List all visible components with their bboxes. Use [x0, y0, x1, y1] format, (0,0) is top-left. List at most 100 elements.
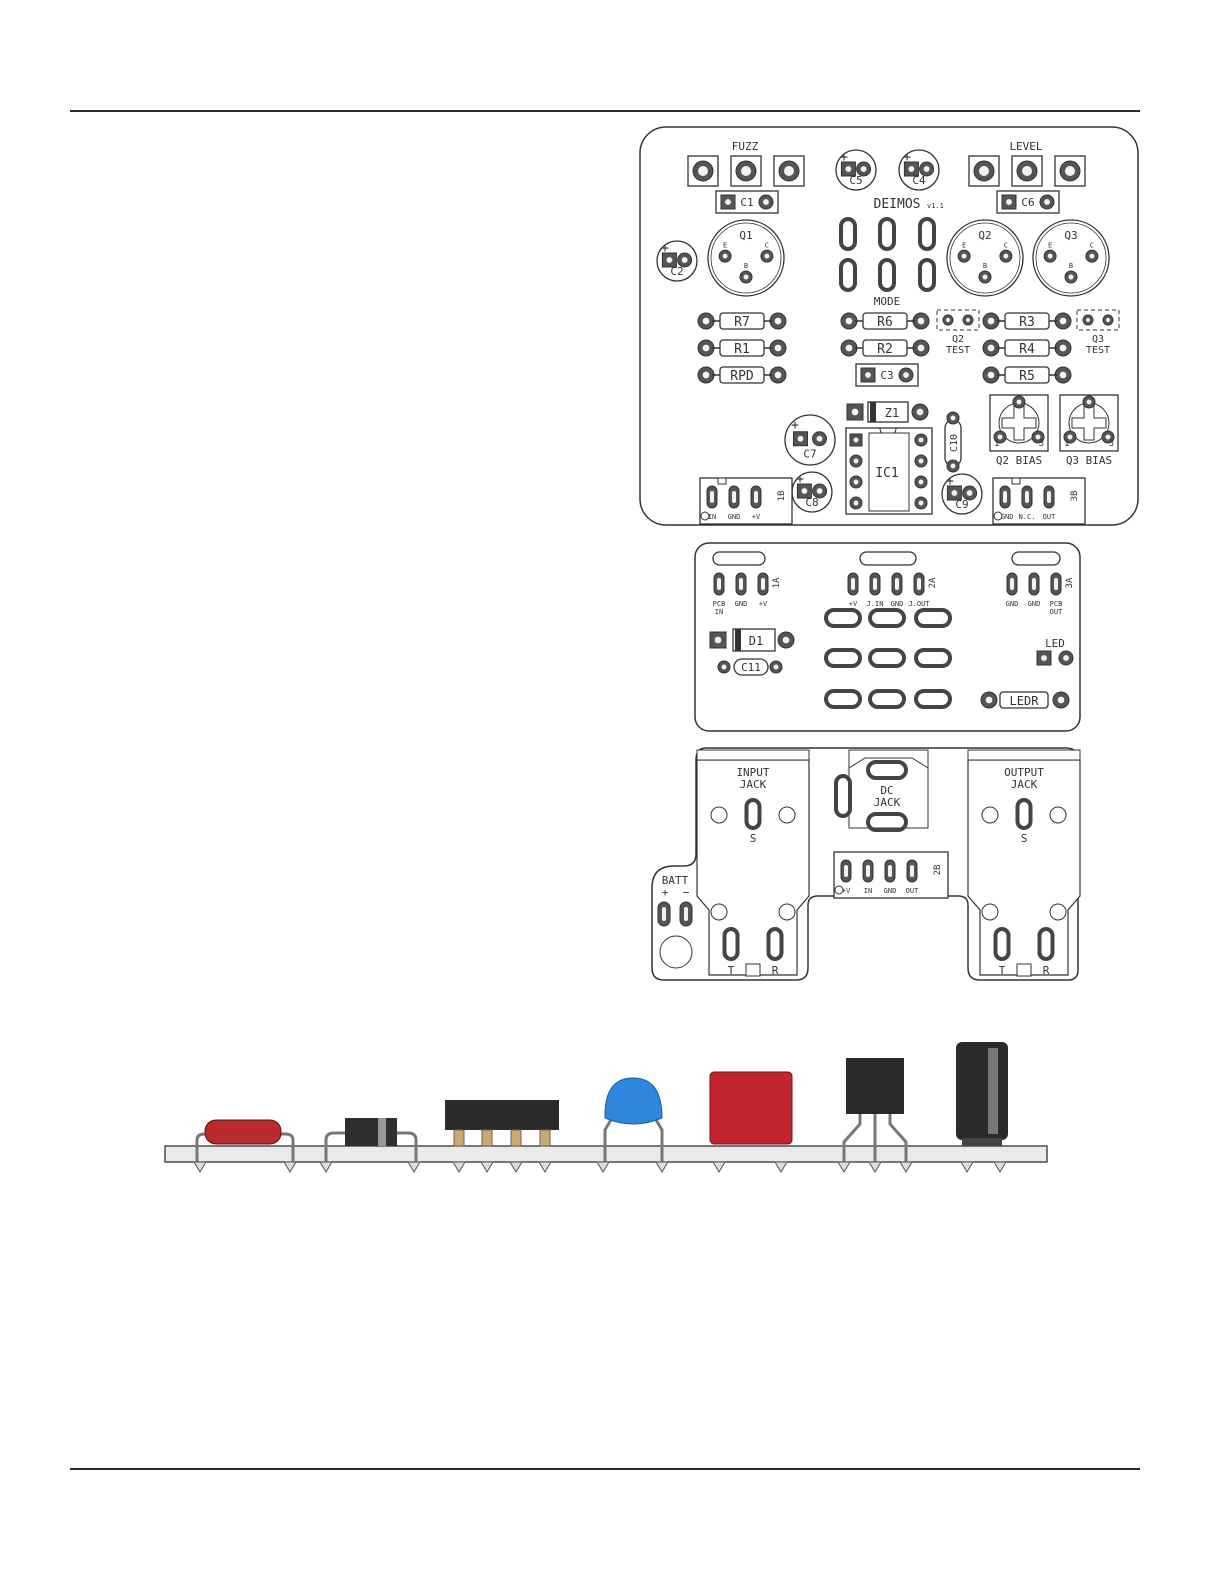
fuzz-label: FUZZ — [732, 140, 759, 153]
component-side-view — [164, 1042, 1048, 1173]
c2-pad-plus-hole — [665, 256, 673, 264]
side-ceramic-body — [604, 1077, 663, 1125]
resistor-r2-body — [862, 339, 908, 357]
c5-pad-plus-hole — [844, 165, 852, 173]
input-jack-tip-pad — [722, 927, 740, 961]
output-jack-label-line1: OUTPUT — [1004, 766, 1044, 779]
batt-plus: + — [662, 886, 669, 899]
fuzz-pot-pad-1-hole — [741, 166, 751, 176]
header-3b-pin-label-1: N.C. — [1019, 513, 1036, 521]
ledr-body — [999, 691, 1049, 709]
header-3b-key — [1011, 477, 1021, 485]
resistor-r7-pad-right-hole — [774, 317, 782, 325]
test-pad-a-1-hole — [1085, 317, 1091, 323]
resistor-r4-pad-left-hole — [987, 344, 995, 352]
q1-pad-e-hole — [722, 253, 729, 260]
mount-slot-1 — [859, 551, 917, 566]
mode-switch-pad-3 — [839, 258, 857, 292]
side-ic-body — [445, 1100, 559, 1130]
header-1a-pin-hole-1 — [739, 578, 743, 590]
header-1a-pin-label-2-0: +V — [759, 600, 768, 608]
header-3a-pin-label-1-0: GND — [1028, 600, 1041, 608]
ic1-pin-left-2-hole — [852, 478, 859, 485]
resistor-r3-pad-left-hole — [987, 317, 995, 325]
c6-label: C6 — [1021, 196, 1034, 209]
output-jack-tip-pad — [993, 927, 1011, 961]
side-transistor-solder-2 — [899, 1161, 913, 1173]
header-3b-pin1-dot — [993, 511, 1003, 521]
c5-label: C5 — [849, 174, 862, 187]
trimmer-0-pad-1-hole — [996, 433, 1003, 440]
resistor-r1-label: R1 — [734, 342, 750, 357]
footswitch-pad-6 — [824, 689, 862, 709]
input-jack-mount-hole-bl — [710, 903, 728, 921]
header-3b-pin-label-2: OUT — [1043, 513, 1056, 521]
c2-label: C2 — [670, 265, 683, 278]
input-jack-lip — [696, 749, 810, 761]
side-transistor-body — [846, 1058, 904, 1114]
resistor-r2-label: R2 — [877, 342, 893, 357]
c9-label: C9 — [955, 498, 968, 511]
resistor-rpd-body — [719, 366, 765, 384]
c4-pad-plus-hole — [907, 165, 915, 173]
top-rule — [70, 110, 1140, 112]
test-label-text-0: TEST — [946, 345, 970, 356]
output-jack-mount-hole-right — [1049, 806, 1067, 824]
trimmer-1-pad-3-hole — [1105, 433, 1112, 440]
c9-plus-sign: + — [946, 474, 954, 489]
output-jack-lip — [967, 749, 1081, 761]
c11-pad-right-hole — [772, 663, 779, 670]
batt-pad-hole-1 — [684, 907, 688, 921]
side-ic-solder-0 — [452, 1161, 466, 1173]
d1-pad-k-hole — [714, 636, 722, 644]
c7-plus-sign: + — [791, 418, 799, 433]
level-pot-pad-1-hole — [1022, 166, 1032, 176]
q1-outline — [707, 219, 785, 297]
side-film-solder-0 — [712, 1161, 726, 1173]
resistor-rpd-label: RPD — [730, 369, 754, 384]
output-jack-ring-label: R — [1043, 964, 1050, 977]
side-electrolytic-solder-0 — [960, 1161, 974, 1173]
c2-plus-sign: + — [661, 241, 669, 256]
header-3a-pin-label-2-0: PCB — [1050, 600, 1063, 608]
q1-pin-b: B — [744, 262, 748, 270]
resistor-r7-pad-left-hole — [702, 317, 710, 325]
side-ic-pin-0 — [453, 1129, 465, 1147]
mode-switch-pad-0 — [839, 217, 857, 251]
c4-outline — [898, 149, 940, 191]
resistor-r2-pad-left-hole — [845, 344, 853, 352]
header-1b-pin-hole-0 — [710, 491, 714, 503]
z1-pad-k-hole — [851, 408, 859, 416]
side-ic-pin-3 — [539, 1129, 551, 1147]
side-diode-band — [378, 1118, 386, 1146]
header-2a-pin-hole-1 — [873, 578, 877, 590]
level-pot-pad-2-hole — [1065, 166, 1075, 176]
mount-slot-2 — [1011, 551, 1061, 566]
header-2a-pin-hole-2 — [895, 578, 899, 590]
input-jack-label-line2: JACK — [740, 778, 767, 791]
ledr-pad-left-hole — [985, 696, 993, 704]
header-2b-id: 2B — [933, 865, 943, 876]
output-jack-key — [1016, 963, 1032, 977]
d1-label: D1 — [749, 634, 763, 648]
header-1a-pin-label-0-0: PCB — [713, 600, 726, 608]
side-resistor-solder-0 — [193, 1161, 207, 1173]
test-pad-b-0-hole — [965, 317, 971, 323]
batt-label: BATT — [662, 874, 689, 887]
q2-pad-e-hole — [961, 253, 968, 260]
header-1a-pin-label-1-0: GND — [735, 600, 748, 608]
header-2b-pin-hole-1 — [866, 865, 870, 877]
c3-pad-right-hole — [902, 371, 910, 379]
ic1-pin-left-0-hole — [852, 436, 859, 443]
header-2a-pin-label-0-0: +V — [849, 600, 858, 608]
input-jack-sleeve-pad — [744, 798, 762, 830]
c10-pad-top-hole — [949, 414, 956, 421]
header-1b-pin-label-0: IN — [708, 513, 716, 521]
output-jack-tip-label: T — [999, 964, 1006, 977]
c1-label: C1 — [740, 196, 753, 209]
header-2b-pin-hole-2 — [888, 865, 892, 877]
resistor-r6-pad-left-hole — [845, 317, 853, 325]
resistor-r1-body — [719, 339, 765, 357]
z1-pad-a-hole — [916, 408, 924, 416]
output-jack-sleeve-pad — [1015, 798, 1033, 830]
